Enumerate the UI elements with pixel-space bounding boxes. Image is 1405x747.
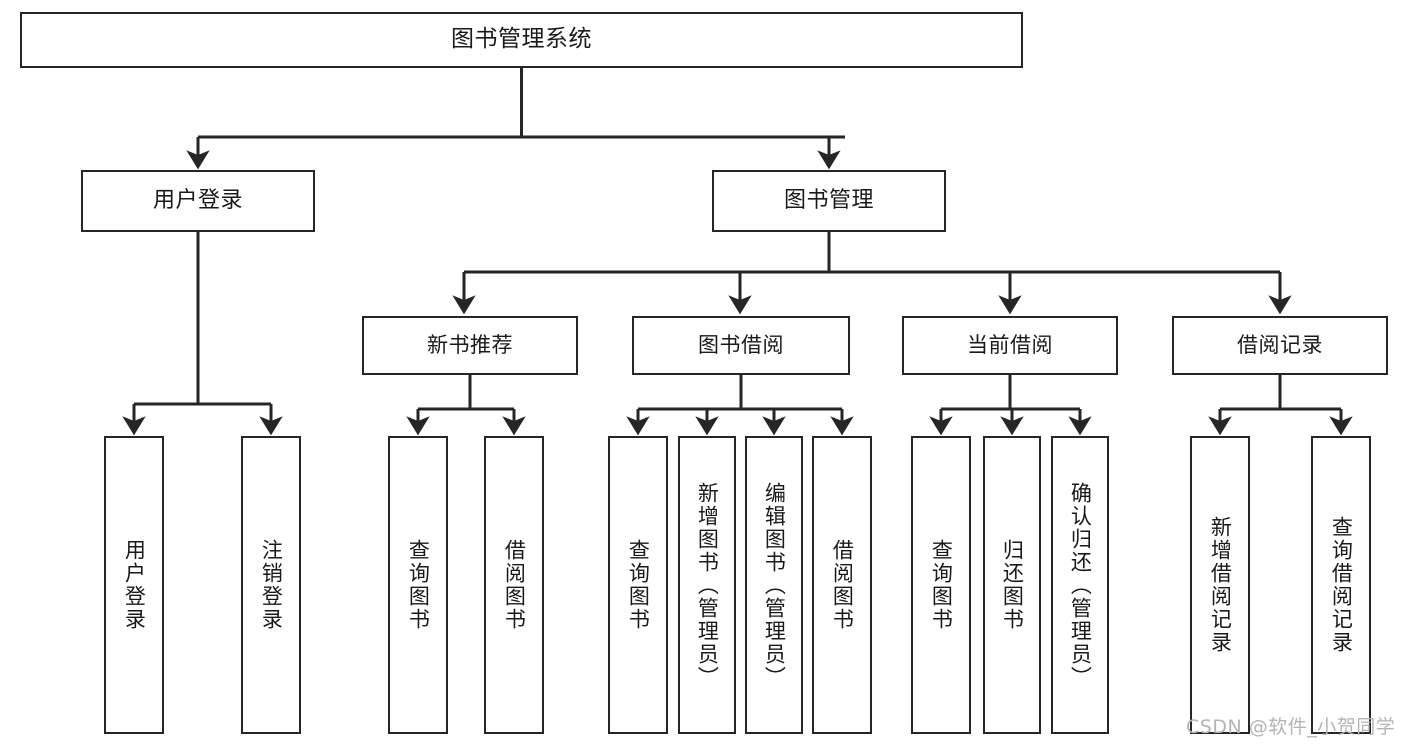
- leaf-add-book-admin[interactable]: 新增图书（管理员）: [678, 436, 736, 734]
- leaf-add-borrow-record[interactable]: 新增借阅记录: [1190, 436, 1250, 734]
- node-current-borrow[interactable]: 当前借阅: [902, 316, 1118, 375]
- leaf-query-borrow-record[interactable]: 查询借阅记录: [1311, 436, 1371, 734]
- watermark-text: CSDN @软件_小贺同学: [1186, 716, 1396, 738]
- node-book-borrow[interactable]: 图书借阅: [632, 316, 850, 375]
- leaf-query-book-recommend[interactable]: 查询图书: [388, 436, 448, 734]
- leaf-edit-book-admin[interactable]: 编辑图书（管理员）: [745, 436, 803, 734]
- leaf-query-book-current[interactable]: 查询图书: [911, 436, 971, 734]
- leaf-borrow-book[interactable]: 借阅图书: [812, 436, 872, 734]
- leaf-borrow-book-recommend[interactable]: 借阅图书: [484, 436, 544, 734]
- leaf-query-book-borrow[interactable]: 查询图书: [608, 436, 668, 734]
- node-borrow-record[interactable]: 借阅记录: [1172, 316, 1388, 375]
- node-book-manage[interactable]: 图书管理: [712, 170, 946, 232]
- leaf-user-login[interactable]: 用户登录: [104, 436, 164, 734]
- node-root-system[interactable]: 图书管理系统: [20, 12, 1023, 68]
- leaf-return-book[interactable]: 归还图书: [983, 436, 1041, 734]
- node-user-login[interactable]: 用户登录: [81, 170, 315, 232]
- leaf-confirm-return-admin[interactable]: 确认归还（管理员）: [1051, 436, 1109, 734]
- node-new-book-recommend[interactable]: 新书推荐: [362, 316, 578, 375]
- leaf-user-logout[interactable]: 注销登录: [241, 436, 301, 734]
